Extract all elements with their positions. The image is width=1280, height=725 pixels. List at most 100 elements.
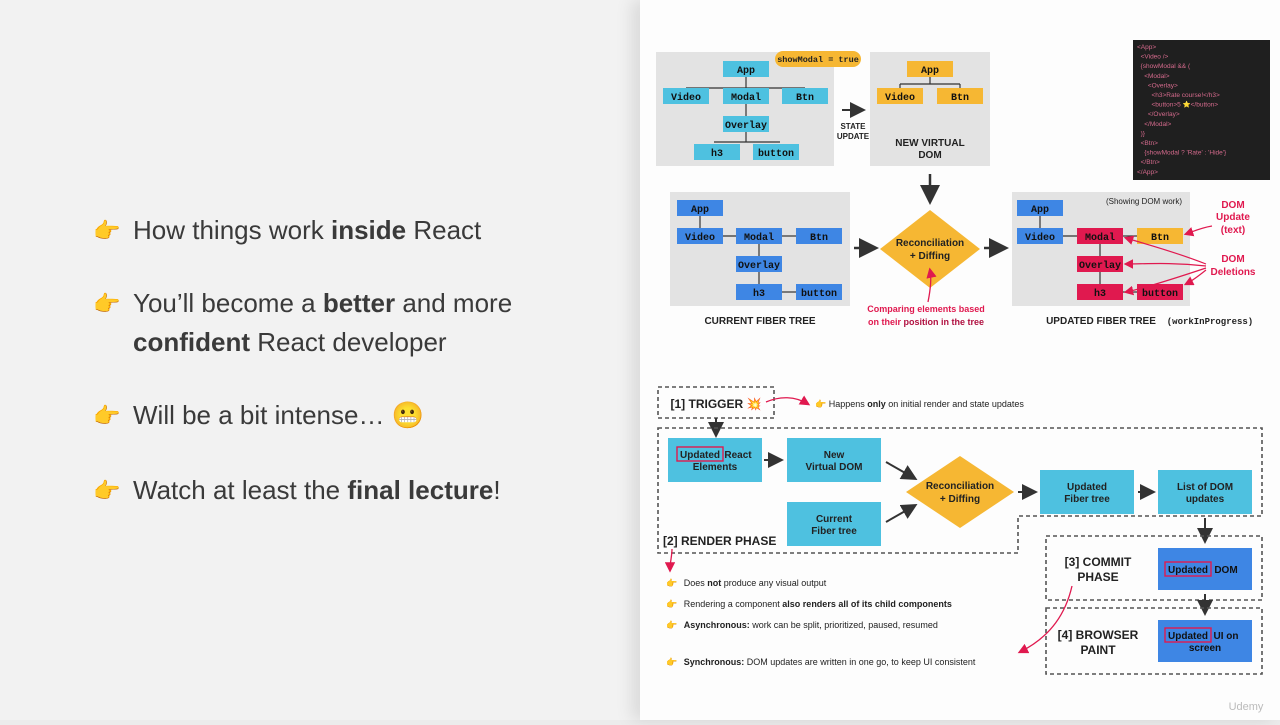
svg-text:on their position in the tree: on their position in the tree: [868, 317, 984, 327]
node-modal-deleted: [1077, 228, 1123, 244]
svg-text:Reconciliation: Reconciliation: [896, 238, 964, 249]
svg-text:Deletions: Deletions: [1210, 267, 1255, 278]
svg-text:screen: screen: [1189, 643, 1221, 654]
code-line: </Btn>: [1137, 159, 1160, 166]
note-item: 👉 Asynchronous: work can be split, prior…: [666, 620, 938, 630]
udemy-watermark: Udemy: [1229, 701, 1264, 713]
node-overlay: [736, 256, 782, 272]
node-button: [796, 284, 842, 300]
code-line: <Btn>: [1137, 140, 1158, 147]
node-video: [877, 88, 923, 104]
pointing-hand-icon: 👉: [93, 218, 121, 243]
code-line: <Video />: [1137, 54, 1169, 61]
current-fiber-tree-box: [787, 502, 881, 546]
svg-text:[1] TRIGGER 💥: [1] TRIGGER 💥: [671, 397, 762, 411]
svg-text:Btn: Btn: [796, 93, 814, 104]
svg-text:Updated: Updated: [1168, 631, 1208, 642]
svg-text:App: App: [737, 66, 755, 77]
svg-text:Video: Video: [1025, 232, 1055, 244]
updated-react-elements-box: [668, 438, 762, 482]
svg-text:h3: h3: [1094, 288, 1106, 300]
code-line: <button>5 ⭐</button>: [1137, 101, 1218, 109]
svg-text:Overlay: Overlay: [725, 120, 767, 132]
svg-text:PHASE: PHASE: [1077, 570, 1118, 584]
svg-text:UPDATE: UPDATE: [837, 132, 870, 141]
node-btn-updated: [1137, 228, 1183, 244]
svg-text:Video: Video: [671, 92, 701, 104]
svg-text:h3: h3: [711, 148, 723, 160]
svg-text:Virtual DOM: Virtual DOM: [805, 462, 862, 473]
node-button-deleted: [1137, 284, 1183, 300]
node-h3: [694, 144, 740, 160]
svg-text:Update: Update: [1216, 212, 1250, 223]
svg-text:UI on: UI on: [1214, 631, 1239, 642]
svg-text:(workInProgress): (workInProgress): [1167, 317, 1253, 327]
render-phase-region: [657, 427, 1263, 554]
node-h3: [736, 284, 782, 300]
diagram-panel: App Video Modal Btn Overlay h3 button sh…: [640, 0, 1280, 720]
svg-text:App: App: [1031, 205, 1049, 216]
svg-text:CURRENT FIBER TREE: CURRENT FIBER TREE: [704, 316, 815, 327]
node-btn: [782, 88, 828, 104]
svg-text:New: New: [824, 450, 845, 461]
updated-dom-box: [1158, 548, 1252, 590]
updated-ui-box: [1158, 620, 1252, 662]
node-video: [1017, 228, 1063, 244]
pointing-hand-icon: 👉: [93, 403, 121, 428]
note-item: 👉 Synchronous: DOM updates are written i…: [666, 657, 976, 667]
new-virtual-dom-box: [787, 438, 881, 482]
svg-text:(text): (text): [1221, 225, 1245, 236]
svg-text:[3] COMMIT: [3] COMMIT: [1065, 555, 1132, 569]
react-render-diagram: App Video Modal Btn Overlay h3 button sh…: [656, 40, 1270, 713]
bullet-slide-panel: 👉 How things work inside React 👉 You’ll …: [0, 0, 640, 720]
svg-text:Btn: Btn: [1151, 233, 1169, 244]
svg-text:Elements: Elements: [693, 462, 738, 473]
svg-text:Video: Video: [885, 92, 915, 104]
svg-text:NEW VIRTUAL: NEW VIRTUAL: [895, 138, 964, 149]
svg-text:App: App: [921, 66, 939, 77]
show-modal-badge: [775, 51, 861, 67]
node-video: [663, 88, 709, 104]
code-line: {showModal ? 'Rate' : 'Hide'}: [1137, 150, 1227, 157]
svg-text:List of DOM: List of DOM: [1177, 482, 1233, 493]
svg-text:React: React: [724, 450, 752, 461]
code-line: </Overlay>: [1137, 111, 1180, 118]
svg-text:Video: Video: [685, 232, 715, 244]
svg-text:Fiber tree: Fiber tree: [1064, 494, 1110, 505]
node-button: [753, 144, 799, 160]
reconciliation-diamond: [880, 210, 980, 288]
code-line: {showModal && (: [1137, 63, 1191, 70]
note-item: 👉 Does not produce any visual output: [666, 578, 827, 588]
list-of-dom-updates-box: [1158, 470, 1252, 514]
node-modal: [723, 88, 769, 104]
jsx-code-snippet: [1133, 40, 1270, 180]
svg-text:STATE: STATE: [840, 122, 866, 131]
svg-text:Btn: Btn: [951, 93, 969, 104]
svg-text:Comparing elements based: Comparing elements based: [867, 304, 985, 314]
svg-text:[4] BROWSER: [4] BROWSER: [1058, 628, 1139, 642]
svg-text:DOM: DOM: [1221, 254, 1244, 265]
code-line: <Modal>: [1137, 73, 1170, 80]
commit-phase-box: [1045, 535, 1263, 601]
svg-text:Updated: Updated: [1168, 565, 1208, 576]
svg-text:Modal: Modal: [731, 92, 761, 104]
svg-text:[2] RENDER PHASE: [2] RENDER PHASE: [663, 534, 776, 548]
svg-text:Modal: Modal: [1085, 232, 1115, 244]
node-h3-deleted: [1077, 284, 1123, 300]
node-app: [1017, 200, 1063, 216]
node-btn: [937, 88, 983, 104]
svg-text:Current: Current: [816, 514, 853, 525]
code-line: </App>: [1137, 169, 1158, 176]
node-btn: [796, 228, 842, 244]
node-app: [907, 61, 953, 77]
node-video: [677, 228, 723, 244]
node-app: [677, 200, 723, 216]
code-line: <Overlay>: [1137, 82, 1178, 89]
code-line: )}: [1137, 130, 1146, 137]
svg-text:button: button: [801, 288, 837, 300]
pointing-hand-icon: 👉: [93, 478, 121, 503]
svg-text:showModal = true: showModal = true: [777, 55, 859, 65]
svg-text:Btn: Btn: [810, 233, 828, 244]
svg-text:Reconciliation: Reconciliation: [926, 481, 994, 492]
svg-text:DOM: DOM: [1221, 200, 1244, 211]
